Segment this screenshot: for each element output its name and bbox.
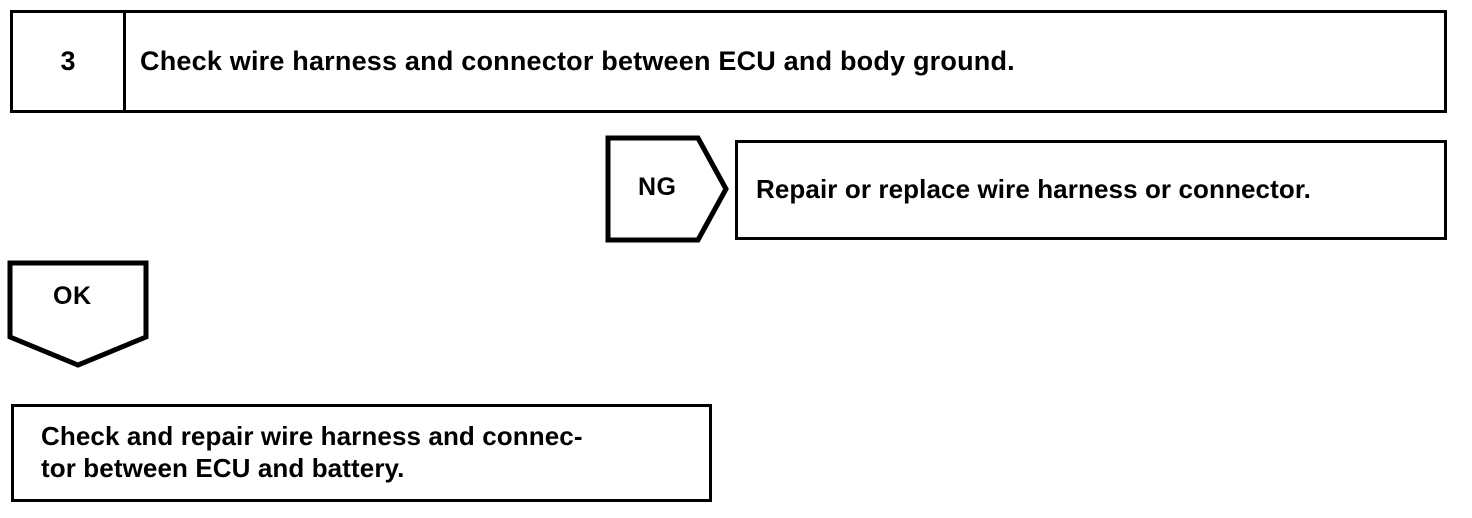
step-instruction-text: Check wire harness and connector between… bbox=[140, 46, 1015, 76]
ok-result-box: Check and repair wire harness and connec… bbox=[11, 404, 712, 502]
ng-result-text: Repair or replace wire harness or connec… bbox=[756, 174, 1311, 205]
ng-result-box: Repair or replace wire harness or connec… bbox=[735, 140, 1447, 240]
ok-result-text: Check and repair wire harness and connec… bbox=[14, 421, 593, 484]
ng-arrow-icon bbox=[605, 135, 729, 243]
branch-ok: OK bbox=[7, 260, 149, 368]
ok-result-line-1: Check and repair wire harness and connec… bbox=[41, 421, 583, 452]
ok-arrow-icon bbox=[7, 260, 149, 368]
step-row: 3 Check wire harness and connector betwe… bbox=[10, 10, 1447, 113]
branch-ng: NG bbox=[605, 135, 729, 243]
ok-result-line-2: tor between ECU and battery. bbox=[41, 453, 405, 483]
step-number-cell: 3 bbox=[13, 13, 126, 110]
ng-label: NG bbox=[638, 173, 677, 201]
ok-label: OK bbox=[53, 282, 92, 310]
